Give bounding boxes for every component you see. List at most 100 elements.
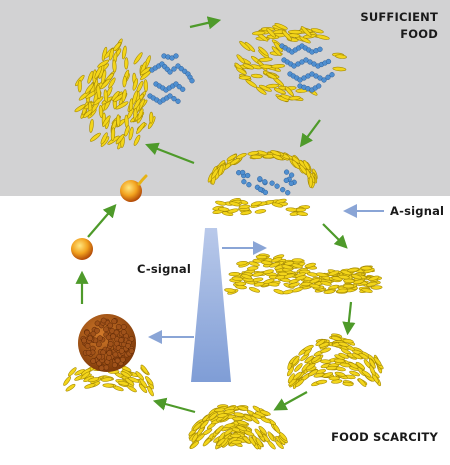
c-signal-gradient-wedge	[191, 228, 231, 382]
food-particle	[317, 46, 323, 52]
bacterium	[236, 260, 248, 266]
myxospore	[119, 356, 126, 363]
bacterium	[77, 79, 82, 93]
bacterium	[315, 34, 330, 40]
myxospore	[98, 365, 105, 372]
bacterium	[216, 438, 226, 446]
bacterium	[358, 378, 367, 387]
bacterium	[93, 96, 104, 106]
bacterium	[108, 77, 116, 89]
bacterium	[101, 377, 113, 382]
bacterium	[112, 59, 117, 73]
myxospore	[118, 337, 125, 343]
myxospore	[90, 330, 97, 337]
bacterium	[267, 282, 280, 287]
food-particle	[241, 179, 247, 185]
bacterium	[243, 430, 255, 437]
myxospore	[84, 342, 91, 349]
bacterium	[361, 288, 373, 293]
food-particle	[245, 172, 251, 179]
bacterium	[342, 338, 354, 344]
food-particle	[325, 58, 332, 65]
food-particle	[257, 176, 263, 182]
bacterium	[229, 158, 240, 166]
bacterium	[348, 362, 359, 369]
bacterium	[258, 57, 273, 62]
a-signal-label: A-signal	[390, 204, 445, 218]
bacterium	[236, 54, 245, 64]
bacterium	[352, 279, 365, 285]
bacterium	[132, 90, 138, 105]
bacterium	[140, 66, 152, 75]
green-arrow-icon	[87, 204, 117, 238]
bacterium	[231, 440, 243, 445]
bacterium	[292, 355, 300, 366]
bacterium	[328, 376, 340, 381]
bacterium	[369, 365, 376, 376]
myxospore	[103, 364, 110, 371]
bacterium	[292, 286, 304, 293]
myxospore	[107, 322, 114, 329]
food-particle	[269, 180, 275, 186]
bacterium	[349, 370, 360, 377]
bacterium	[236, 420, 248, 426]
bacterium	[211, 168, 219, 179]
bacterium	[271, 202, 284, 208]
food-particle	[283, 169, 290, 175]
bacterium	[128, 376, 140, 383]
bacterium	[323, 289, 336, 294]
bacterium	[291, 258, 304, 263]
bacterium	[149, 111, 154, 124]
bacterium	[100, 132, 108, 145]
food-particle	[280, 187, 286, 193]
bacterium	[224, 423, 236, 428]
bacterium	[333, 358, 345, 363]
green-arrow-icon	[152, 397, 196, 414]
food-particle	[257, 186, 264, 193]
food-particle	[175, 98, 181, 104]
bacterium	[147, 385, 154, 397]
bacterium	[230, 433, 242, 438]
bacterium	[250, 201, 263, 207]
myxospore	[100, 317, 107, 324]
bacterium	[189, 441, 200, 449]
aggregation-mound	[287, 333, 384, 389]
bacterium	[100, 78, 111, 90]
myxospore	[113, 329, 120, 336]
fruiting-mound	[188, 404, 288, 450]
bacterium	[239, 40, 251, 51]
c-signal-label: C-signal	[137, 262, 191, 276]
bacterium	[259, 410, 271, 416]
myxospore	[120, 329, 127, 335]
food-particle	[321, 77, 327, 83]
bacterium	[80, 371, 91, 380]
bacterium	[248, 287, 261, 293]
spore	[71, 238, 93, 260]
bacterium	[332, 66, 347, 72]
bacterium	[284, 86, 294, 97]
bacterium	[215, 200, 227, 206]
bacterium	[133, 98, 141, 111]
bacterium	[368, 358, 376, 369]
bacterium	[124, 125, 130, 137]
bacterium	[228, 271, 241, 277]
bacterium	[304, 262, 316, 268]
bacterium	[308, 176, 313, 188]
bacterium	[271, 257, 283, 263]
bacterium	[347, 267, 359, 273]
bacterium	[358, 352, 369, 360]
bacterium	[300, 26, 312, 37]
bacterium	[271, 46, 282, 57]
bacterium	[89, 132, 101, 142]
bacterium	[68, 367, 77, 377]
bacterium	[340, 269, 352, 276]
germinating-spore	[120, 174, 148, 202]
bacterium	[254, 428, 263, 438]
food-scarcity-label: FOOD SCARCITY	[331, 430, 438, 444]
myxospore	[128, 336, 135, 342]
bacterium	[361, 370, 372, 378]
myxospore	[106, 354, 112, 361]
myxospore	[115, 324, 122, 330]
bacterium	[102, 383, 115, 388]
bacterium	[318, 342, 330, 348]
